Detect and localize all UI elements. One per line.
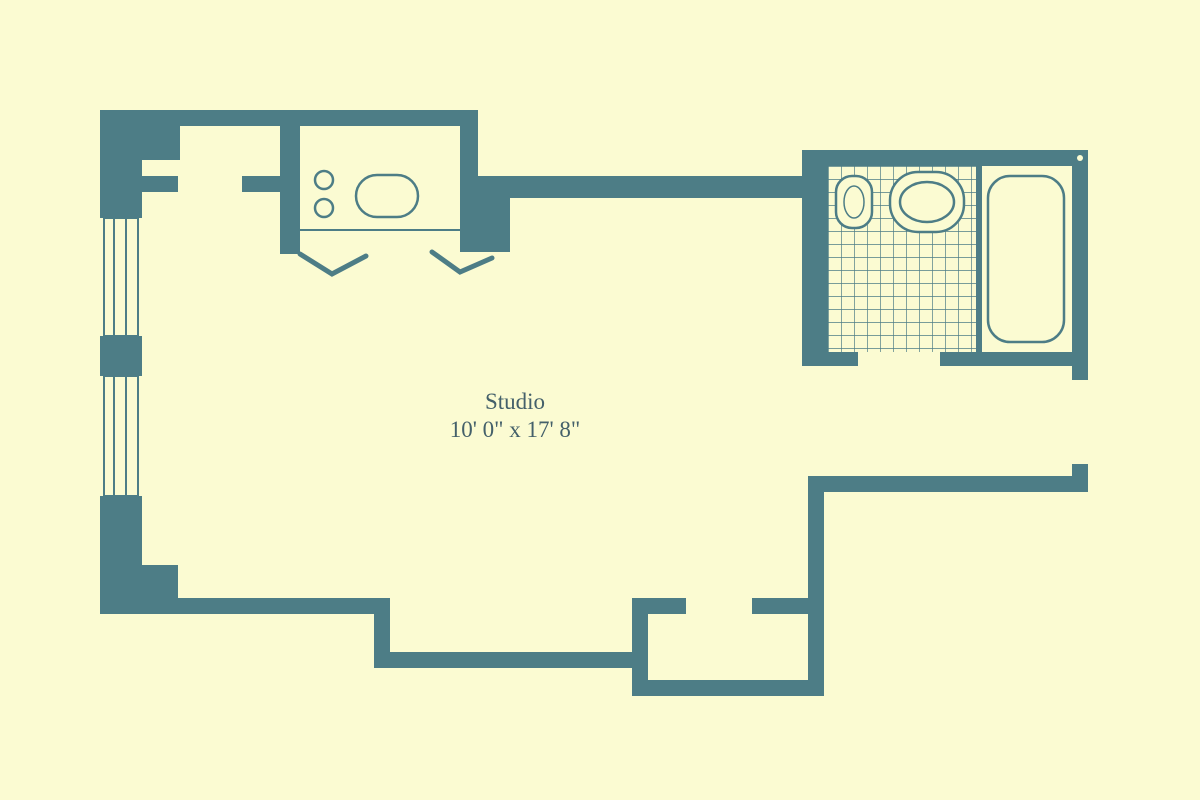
wall-closet-door-left — [632, 598, 686, 614]
wall-kitchen-left — [280, 110, 300, 254]
wall-bath-bottom-left — [802, 352, 858, 366]
wall-right-lower — [808, 476, 824, 696]
wall-closet-bottom — [632, 680, 824, 696]
wall-right-bottom-run — [808, 476, 1088, 492]
bathroom-sink-icon — [888, 170, 966, 234]
kitchen-sink-icon — [354, 173, 420, 219]
wall-top-right — [460, 176, 810, 198]
room-name: Studio — [484, 389, 546, 414]
door-swing-icon — [297, 249, 495, 277]
wall-bottom-left — [100, 598, 390, 614]
wall-entry-left — [140, 176, 178, 192]
wall-closet-left — [632, 598, 648, 696]
toilet-icon — [834, 174, 874, 230]
wall-bath-left — [802, 150, 828, 366]
wall-closet-door-right — [752, 598, 808, 614]
wall-bath-top — [802, 150, 1088, 166]
wall-left-middle — [100, 336, 142, 376]
stove-burner-icon — [313, 169, 335, 191]
room-dimensions: 10' 0" x 17' 8" — [449, 417, 581, 442]
wall-bath-right — [1072, 150, 1088, 380]
studio-label: Studio 10' 0" x 17' 8" — [400, 388, 630, 444]
wall-left-upper — [100, 110, 142, 218]
wall-right-bottom-stub — [1072, 464, 1088, 492]
wall-bottom-step-left — [374, 598, 390, 668]
bathtub-icon — [982, 155, 1083, 352]
wall-tub-divider — [976, 166, 982, 352]
wall-bottom-middle — [374, 652, 648, 668]
wall-bath-bottom-right — [940, 352, 1088, 366]
stove-burner-icon — [313, 197, 335, 219]
window-icon — [103, 217, 139, 497]
